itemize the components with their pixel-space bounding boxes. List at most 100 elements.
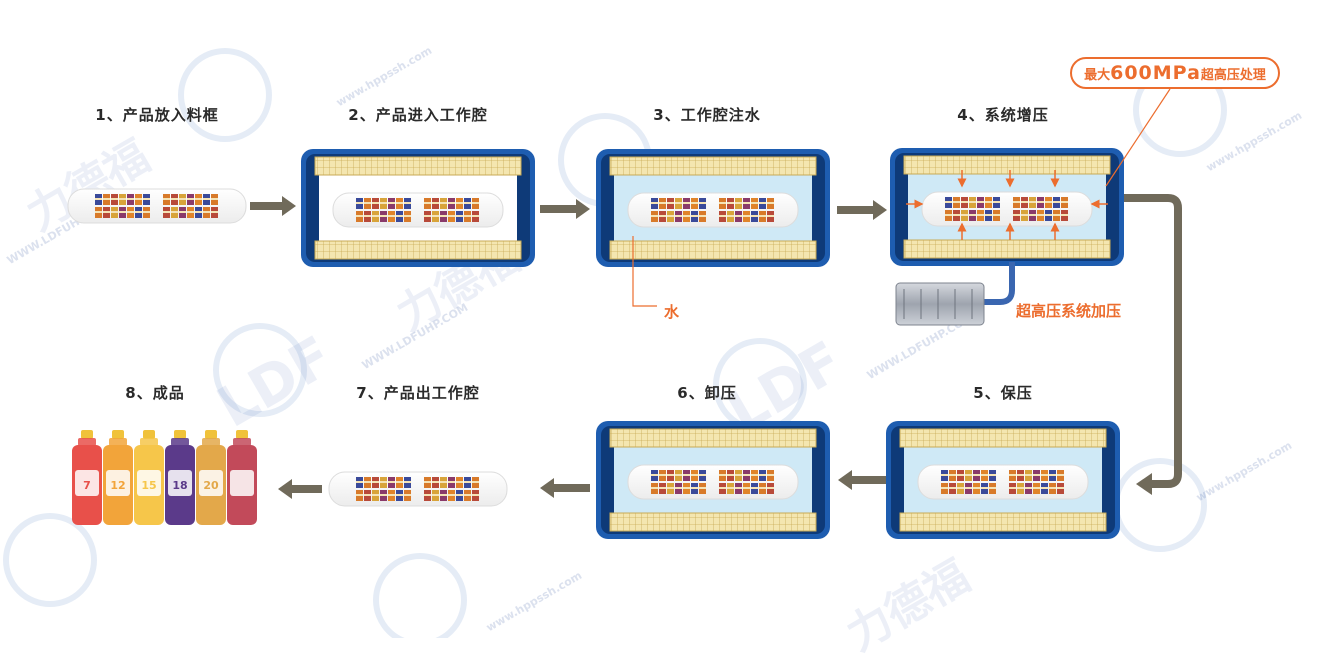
tray-in-chamber [332, 192, 504, 228]
can-stripe [195, 198, 202, 200]
watermark-circle [178, 48, 272, 142]
chamber-bottom-plug [899, 512, 1107, 532]
can-stripe [440, 481, 447, 483]
can-stripe [1053, 201, 1060, 203]
can-stripe [440, 202, 447, 204]
can-stripe [719, 474, 726, 476]
can-stripe [683, 215, 690, 217]
chamber-bottom-plug [314, 240, 522, 260]
bottle-neck [171, 438, 189, 446]
can-stripe [1009, 474, 1016, 476]
can-stripe [759, 202, 766, 204]
bottle-cap [236, 430, 248, 439]
can-stripe [464, 494, 471, 496]
can-stripe [767, 474, 774, 476]
can-stripe [372, 215, 379, 217]
can-stripe [1009, 487, 1016, 489]
can-stripe [973, 474, 980, 476]
can-stripe [127, 211, 134, 213]
can-stripe [1041, 487, 1048, 489]
flow-arrows [250, 194, 1182, 499]
can-stripe [759, 474, 766, 476]
chamber-bottom-plug [609, 240, 817, 260]
can-stripe [759, 487, 766, 489]
can-stripe [735, 474, 742, 476]
can-stripe [683, 487, 690, 489]
can-stripe [364, 481, 371, 483]
can-stripe [1017, 474, 1024, 476]
can-stripe [941, 487, 948, 489]
can-stripe [1053, 214, 1060, 216]
can-stripe [691, 474, 698, 476]
can-stripe [372, 202, 379, 204]
can-stripe [751, 474, 758, 476]
tray-in-chamber [627, 464, 799, 500]
can-stripe [985, 214, 992, 216]
bottle-label-text: 20 [203, 479, 219, 492]
can-stripe [364, 494, 371, 496]
can-stripe [448, 202, 455, 204]
can-stripe [356, 215, 363, 217]
watermark-circle [213, 323, 307, 417]
can-stripe [945, 214, 952, 216]
bottle-cap [81, 430, 93, 439]
can-stripe [396, 202, 403, 204]
chamber-top-plug [609, 428, 817, 448]
bottle: 12 [103, 430, 133, 525]
can-stripe [135, 198, 142, 200]
can-stripe [659, 215, 666, 217]
callout-prefix: 最大 [1084, 67, 1111, 83]
chamber-bottom-plug [903, 239, 1111, 259]
can-stripe [95, 198, 102, 200]
can-stripe [989, 474, 996, 476]
can-stripe [464, 215, 471, 217]
step-7-title: 7、产品出工作腔 [356, 384, 480, 402]
can-stripe [981, 487, 988, 489]
can-stripe [1057, 487, 1064, 489]
can-stripe [464, 481, 471, 483]
can-stripe [171, 211, 178, 213]
chamber-top-plug [609, 156, 817, 176]
water-leader [632, 236, 657, 307]
can-stripe [448, 215, 455, 217]
can-stripe [1029, 201, 1036, 203]
can-stripe [1045, 201, 1052, 203]
can-stripe [380, 215, 387, 217]
can-stripe [751, 202, 758, 204]
can-stripe [683, 202, 690, 204]
can-stripe [396, 481, 403, 483]
step-8-title: 8、成品 [125, 384, 185, 402]
can-stripe [111, 211, 118, 213]
can-stripe [945, 201, 952, 203]
can-stripe [1061, 201, 1068, 203]
can-stripe [171, 198, 178, 200]
bottle [227, 430, 257, 525]
can-stripe [396, 215, 403, 217]
can-stripe [759, 215, 766, 217]
can-stripe [472, 481, 479, 483]
can-stripe [472, 215, 479, 217]
can-stripe [404, 215, 411, 217]
watermark-circles [3, 48, 1227, 638]
can-stripe [1021, 201, 1028, 203]
can-stripe [989, 487, 996, 489]
bottle-neck [109, 438, 127, 446]
arrow-3-to-4 [837, 200, 887, 220]
can-stripe [683, 474, 690, 476]
can-stripe [404, 481, 411, 483]
can-stripe [767, 487, 774, 489]
can-stripe [95, 211, 102, 213]
can-stripe [1029, 214, 1036, 216]
can-stripe [424, 481, 431, 483]
can-stripe [751, 487, 758, 489]
chamber-step-4 [890, 148, 1124, 266]
can-stripe [735, 487, 742, 489]
can-stripe [699, 202, 706, 204]
can-stripe [1045, 214, 1052, 216]
pressure-annotations [632, 88, 1171, 326]
can-stripe [195, 211, 202, 213]
can-stripe [388, 215, 395, 217]
can-stripe [691, 215, 698, 217]
